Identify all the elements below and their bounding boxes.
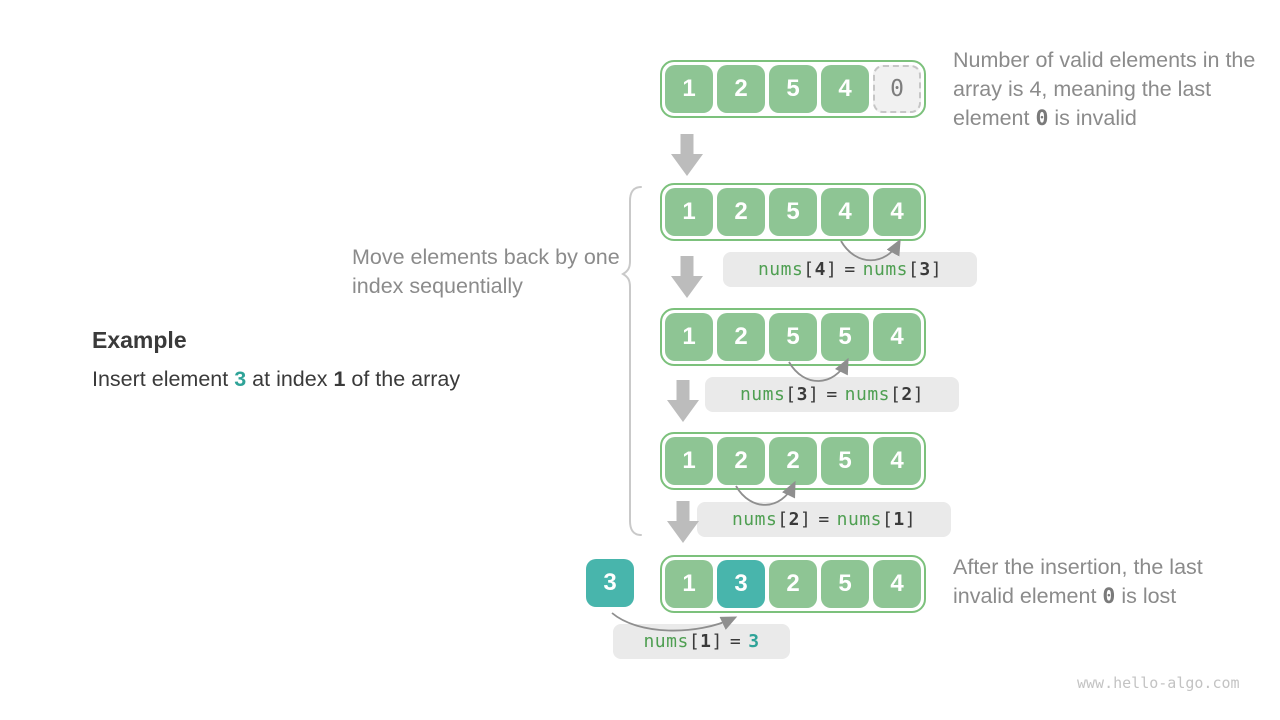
- array-cell: 4: [821, 188, 869, 236]
- example-title: Example: [92, 327, 187, 353]
- note-move-elements: Move elements back by one index sequenti…: [352, 245, 620, 298]
- note-part: is lost: [1115, 584, 1177, 608]
- note-part: Number of valid elements in the array is…: [953, 48, 1256, 130]
- code-token: [: [688, 631, 701, 652]
- inserted-element-cell: 3: [586, 559, 634, 607]
- array-cell: 5: [821, 437, 869, 485]
- array-cell: 5: [821, 313, 869, 361]
- code-token: =: [826, 384, 838, 405]
- sentence-part: at index: [246, 367, 334, 391]
- array-row-4: 1 2 2 5 4: [660, 432, 926, 490]
- array-cell: 2: [717, 188, 765, 236]
- array-row-2: 1 2 5 4 4: [660, 183, 926, 241]
- array-row-1: 1 2 5 4 0: [660, 60, 926, 118]
- array-cell: 2: [769, 560, 817, 608]
- code-token: ]: [799, 509, 812, 530]
- array-cell: 4: [821, 65, 869, 113]
- code-token: =: [729, 631, 742, 652]
- code-token: [: [803, 259, 815, 280]
- array-cell: 4: [873, 188, 921, 236]
- shift-label-3: nums[2]=nums[1]: [697, 502, 951, 537]
- code-token: 1: [893, 509, 905, 530]
- code-token: 2: [901, 384, 913, 405]
- array-cell: 1: [665, 313, 713, 361]
- sentence-part: of the array: [345, 367, 461, 391]
- shift-label-2: nums[3]=nums[2]: [705, 377, 959, 412]
- code-token: 3: [748, 631, 760, 652]
- code-token: 3: [796, 384, 808, 405]
- code-token: nums: [757, 259, 804, 280]
- sentence-part: Insert element: [92, 367, 235, 391]
- code-token: [: [777, 509, 789, 530]
- insert-index-text: 1: [333, 367, 346, 391]
- array-cell: 1: [665, 560, 713, 608]
- group-brace: [621, 186, 642, 536]
- code-token: ]: [912, 384, 925, 405]
- code-token: 2: [788, 509, 800, 530]
- array-cell-inserted: 3: [717, 560, 765, 608]
- code-token: nums: [643, 631, 689, 652]
- code-token: ]: [807, 384, 820, 405]
- code-token: [: [908, 259, 920, 280]
- code-token: ]: [825, 259, 838, 280]
- array-cell: 4: [873, 560, 921, 608]
- insert-value-text: 3: [234, 367, 247, 391]
- shift-label-1: nums[4]=nums[3]: [723, 252, 977, 287]
- array-cell: 2: [717, 313, 765, 361]
- array-cell: 5: [769, 313, 817, 361]
- note-valid-elements: Number of valid elements in the array is…: [953, 46, 1259, 133]
- insert-label: nums[1] = 3: [613, 624, 790, 659]
- array-cell: 1: [665, 437, 713, 485]
- code-token: ]: [711, 631, 723, 652]
- code-token: 1: [700, 631, 712, 652]
- code-token: nums: [739, 384, 786, 405]
- code-token: =: [818, 509, 830, 530]
- array-cell: 2: [717, 65, 765, 113]
- array-cell: 5: [769, 65, 817, 113]
- code-token: ]: [904, 509, 917, 530]
- code-token: 3: [919, 259, 931, 280]
- array-cell: 5: [821, 560, 869, 608]
- array-cell: 1: [665, 188, 713, 236]
- array-row-3: 1 2 5 5 4: [660, 308, 926, 366]
- note-part: After the insertion, the last invalid el…: [953, 555, 1203, 608]
- code-token: nums: [844, 384, 891, 405]
- code-token: nums: [836, 509, 883, 530]
- zero-glyph: 0: [1102, 584, 1116, 609]
- code-token: [: [890, 384, 902, 405]
- array-cell: 2: [769, 437, 817, 485]
- code-token: [: [882, 509, 894, 530]
- code-token: [: [785, 384, 797, 405]
- array-cell: 1: [665, 65, 713, 113]
- note-part: is invalid: [1048, 106, 1137, 130]
- code-token: nums: [731, 509, 778, 530]
- zero-glyph: 0: [1035, 106, 1049, 131]
- array-cell: 4: [873, 313, 921, 361]
- array-cell: 2: [717, 437, 765, 485]
- array-row-5: 1 3 2 5 4: [660, 555, 926, 613]
- code-token: =: [844, 259, 856, 280]
- array-cell: 4: [873, 437, 921, 485]
- code-token: nums: [862, 259, 909, 280]
- array-cell-invalid: 0: [873, 65, 921, 113]
- code-token: 4: [814, 259, 826, 280]
- example-sentence: Insert element 3 at index 1 of the array: [92, 367, 460, 392]
- note-after-insertion: After the insertion, the last invalid el…: [953, 553, 1253, 611]
- watermark: www.hello-algo.com: [1077, 674, 1240, 692]
- array-cell: 5: [769, 188, 817, 236]
- code-token: ]: [930, 259, 943, 280]
